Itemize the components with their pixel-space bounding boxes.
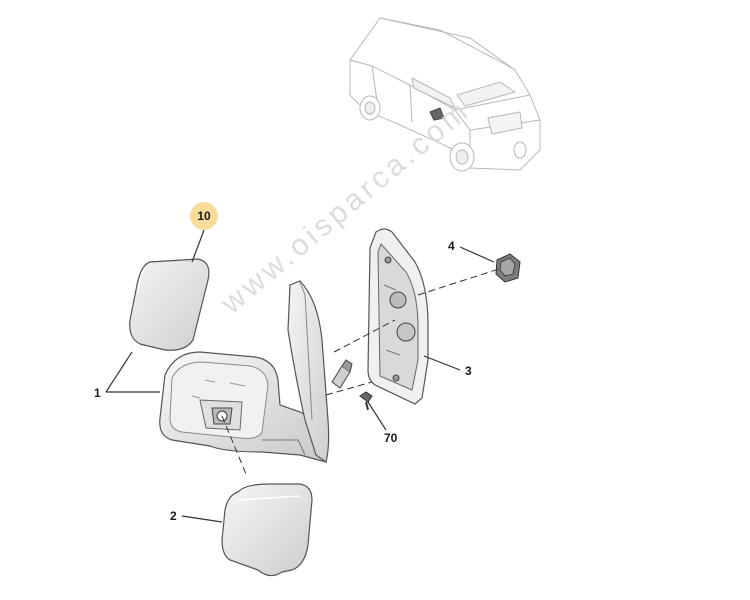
clip-part-4 [495,253,521,283]
door-trim-part-3 [367,228,429,405]
mirror-cap-part-2 [221,483,313,577]
callout-4: 4 [448,239,455,253]
callout-1: 1 [94,386,101,400]
callout-10: 10 [190,202,218,230]
connector-stub [331,359,353,389]
callout-3: 3 [465,364,472,378]
screw-part-70 [359,391,373,411]
callout-2: 2 [170,509,177,523]
mounting-plate [287,280,330,463]
assembly-guide-lines [221,267,503,475]
leader-lines [105,229,495,523]
van-illustration [349,17,541,172]
callout-70: 70 [384,431,398,445]
mirror-glass-part-10 [129,258,210,351]
